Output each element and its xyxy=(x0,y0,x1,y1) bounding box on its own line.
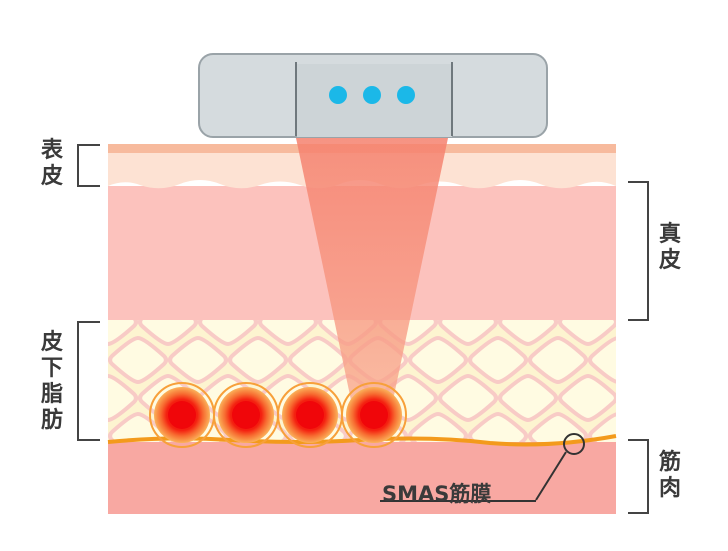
focal-point-ring xyxy=(341,382,407,448)
muscle-layer xyxy=(108,438,616,514)
hifu-device xyxy=(198,53,548,138)
muscle-label: 筋肉 xyxy=(658,450,681,501)
fat-cell xyxy=(108,373,138,423)
fat-cell xyxy=(498,320,558,347)
epidermis-label: 表皮 xyxy=(40,138,63,189)
focal-point-core xyxy=(232,401,260,429)
fat-cell xyxy=(558,373,616,423)
fat-cell xyxy=(108,335,168,385)
fat-cell xyxy=(468,335,528,385)
focal-point-core xyxy=(168,401,196,429)
fat-cell xyxy=(558,320,616,347)
fat-cell xyxy=(438,373,498,423)
smas-label: SMAS筋膜 xyxy=(382,482,492,506)
fat-bracket xyxy=(77,321,100,441)
muscle-bracket xyxy=(628,439,649,514)
fat-cell xyxy=(468,411,528,442)
epidermis-bracket xyxy=(77,144,100,187)
smas-leader-line xyxy=(535,451,567,501)
ultrasound-beam xyxy=(296,138,448,405)
dermis-bracket xyxy=(628,181,649,321)
focal-points xyxy=(149,382,407,448)
fat-cell xyxy=(228,335,288,385)
fat-cell xyxy=(528,335,588,385)
fat-cell xyxy=(588,412,616,442)
subcutaneous-fat-label: 皮下脂肪 xyxy=(40,330,63,433)
fat-cell xyxy=(168,335,228,385)
dermis-label: 真皮 xyxy=(658,222,681,273)
indicator-dot xyxy=(329,86,347,104)
fat-cell xyxy=(408,335,468,385)
fat-cell xyxy=(498,373,558,423)
fat-cell xyxy=(438,320,498,347)
fat-cell xyxy=(650,338,706,382)
indicator-dot xyxy=(363,86,381,104)
fat-cell xyxy=(620,376,676,420)
indicator-dots xyxy=(329,86,415,104)
focal-point-core xyxy=(360,401,388,429)
fat-cell xyxy=(408,411,468,442)
indicator-dot xyxy=(397,86,415,104)
fat-cell xyxy=(198,320,258,347)
smas-pointer-circle xyxy=(563,433,585,455)
fat-cell xyxy=(108,320,138,347)
fat-cell xyxy=(588,336,616,384)
fat-cell xyxy=(258,320,318,347)
focal-point-core xyxy=(296,401,324,429)
fat-cell xyxy=(138,320,198,347)
